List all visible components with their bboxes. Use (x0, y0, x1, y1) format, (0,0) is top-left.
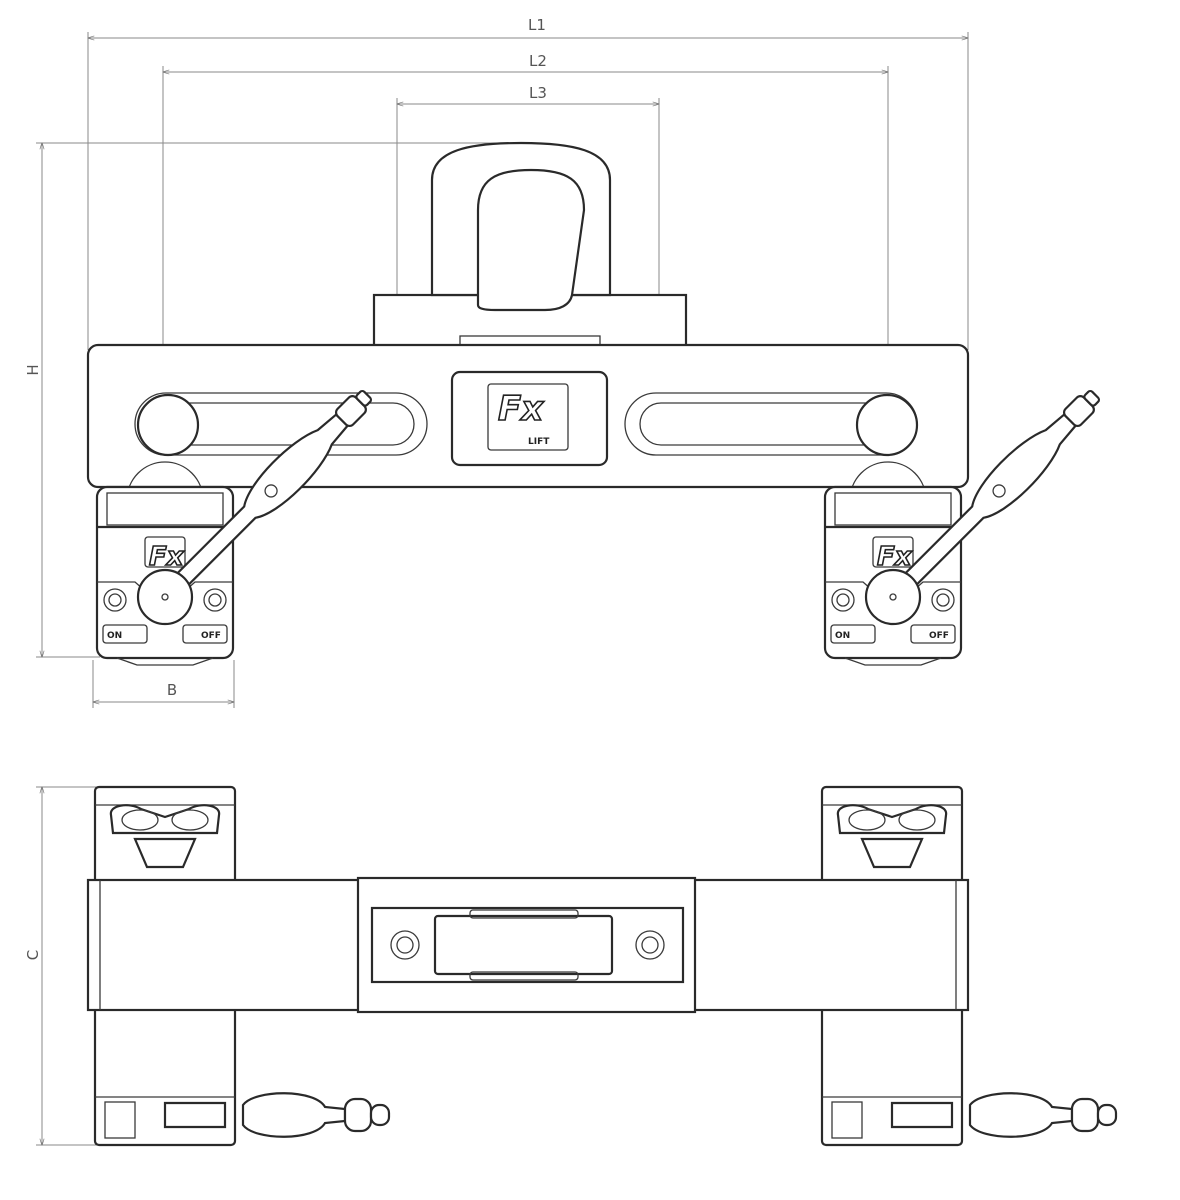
extension-lines (36, 32, 969, 708)
svg-text:Fx: Fx (149, 542, 185, 572)
svg-text:OFF: OFF (201, 631, 221, 641)
dimension-label-l1: L1 (528, 16, 546, 34)
svg-text:Fx: Fx (498, 389, 544, 429)
dimension-label-h: H (24, 364, 42, 375)
svg-text:ON: ON (835, 631, 850, 641)
slide-knob-right (855, 393, 919, 457)
dimension-label-l2: L2 (529, 52, 547, 70)
dimension-label-l3: L3 (529, 84, 547, 102)
top-view: L1 L2 L3 H B Fx LIFT Fx ON (24, 16, 1116, 708)
fx-lift-logo: Fx LIFT (487, 383, 569, 451)
side-beam (86, 876, 970, 1014)
lifting-eye (372, 141, 688, 352)
dimension-label-b: B (167, 681, 177, 699)
svg-text:OFF: OFF (929, 631, 949, 641)
side-view: C (24, 785, 1118, 1147)
magnet-right: Fx ON OFF (823, 485, 963, 667)
slide-knob-left (136, 393, 200, 457)
svg-text:LIFT: LIFT (528, 437, 550, 447)
magnet-left: Fx ON OFF (95, 485, 235, 667)
svg-text:Fx: Fx (877, 542, 913, 572)
svg-text:ON: ON (107, 631, 122, 641)
dimension-label-c: C (24, 950, 42, 960)
